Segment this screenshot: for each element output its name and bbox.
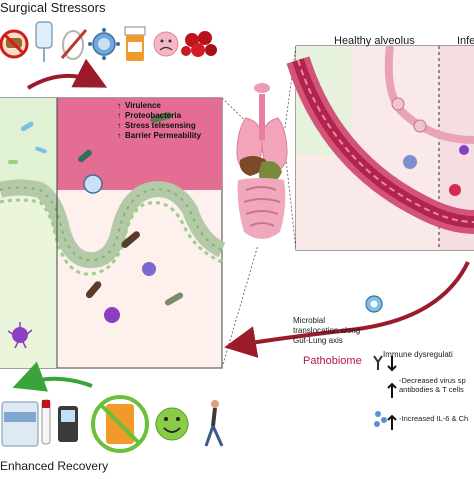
sad-face-icon (153, 31, 179, 57)
effect-item: ↑Stress telesensing (117, 121, 196, 130)
effect-item: ↑Barrier Permeability (117, 131, 202, 140)
infected-alveolus-label: Infe (457, 35, 474, 47)
pathobiome-label: Pathobiome (303, 355, 362, 367)
stress-arrow (26, 58, 108, 90)
virus-icon (88, 28, 120, 60)
surgical-stressors-label: Surgical Stressors (0, 0, 106, 15)
no-food-icon (0, 29, 29, 59)
gut-panel (0, 97, 226, 369)
walking-person-icon (204, 400, 224, 447)
translocation-arrow (224, 261, 470, 358)
blood-cells-icon (181, 31, 217, 57)
virus-small-icon (365, 295, 383, 313)
scalpel-icon (60, 29, 88, 60)
decreased-antibodies-label: -Decreased virus sp antibodies & T cells (399, 376, 466, 394)
probiotic-tub-icon (1, 401, 39, 447)
iv-bag-icon (35, 21, 53, 62)
enhanced-recovery-label: Enhanced Recovery (0, 459, 109, 473)
translocation-label: Microbial translocation along Gut-Lung a… (293, 316, 361, 345)
increased-il6-label: -Increased IL-6 & Ch (399, 414, 469, 423)
pathobiome-effects-list: ↑Virulence ↑Proteobacteria ↑Stress teles… (117, 101, 201, 141)
effect-item: ↑Proteobacteria (117, 111, 182, 120)
arrows-icon (387, 356, 397, 430)
no-opioid-icon (91, 395, 149, 453)
cytokine-dots-icon (374, 411, 387, 427)
antibody-icon (373, 355, 383, 370)
effect-item: ↑Virulence (117, 101, 161, 110)
recovery-arrow (12, 361, 93, 392)
immune-dysregulation-label: Immune dysregulati (383, 350, 453, 359)
happy-face-icon (155, 407, 189, 441)
pill-bottle-icon (124, 26, 146, 61)
organs-icon (236, 83, 288, 239)
blood-tube-icon (41, 399, 51, 445)
alveolus-panel (286, 45, 474, 251)
glucometer-icon (58, 406, 78, 442)
healthy-alveolus-label: Healthy alveolus (334, 35, 415, 47)
